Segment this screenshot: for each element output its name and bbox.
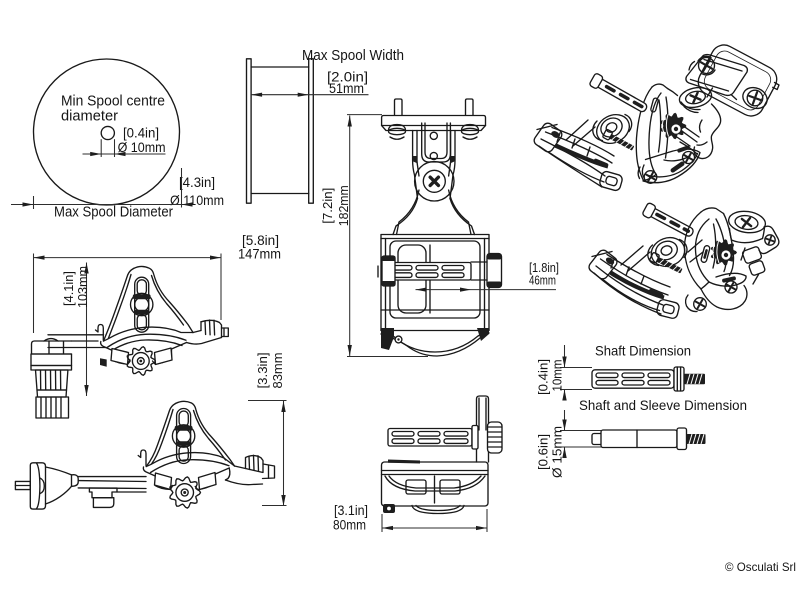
svg-text:Shaft Dimension: Shaft Dimension [595,343,691,359]
svg-text:182mm: 182mm [336,185,351,226]
svg-text:[0.4in]: [0.4in] [123,125,159,141]
svg-text:[7.2in]: [7.2in] [320,188,335,224]
svg-text:[0.4in]: [0.4in] [535,359,550,395]
svg-text:[3.3in]: [3.3in] [255,353,270,389]
svg-text:[4.3in]: [4.3in] [179,174,215,190]
svg-text:[1.8in]: [1.8in] [529,260,559,275]
svg-text:diameter: diameter [61,108,118,125]
svg-text:[4.1in]: [4.1in] [61,271,76,306]
svg-text:© Osculati Srl: © Osculati Srl [725,560,796,574]
svg-text:Max Spool Width: Max Spool Width [302,47,404,64]
svg-text:Shaft and Sleeve Dimension: Shaft and Sleeve Dimension [579,397,747,413]
svg-text:147mm: 147mm [238,246,281,262]
svg-text:51mm: 51mm [329,80,364,96]
svg-text:Min Spool centre: Min Spool centre [61,93,165,110]
svg-text:80mm: 80mm [333,517,366,533]
svg-text:Ø 15mm: Ø 15mm [549,426,564,478]
svg-text:103mm: 103mm [75,266,90,308]
svg-text:83mm: 83mm [270,353,285,389]
svg-text:[5.8in]: [5.8in] [242,232,279,248]
svg-text:46mm: 46mm [529,273,556,288]
svg-text:[0.6in]: [0.6in] [535,434,550,470]
svg-text:10mm: 10mm [549,360,564,392]
svg-text:[2.0in]: [2.0in] [327,69,368,85]
svg-text:Ø 110mm: Ø 110mm [170,192,224,208]
svg-text:Max Spool Diameter: Max Spool Diameter [54,204,173,221]
svg-text:[3.1in]: [3.1in] [334,502,368,518]
svg-text:Ø 10mm: Ø 10mm [118,139,166,155]
